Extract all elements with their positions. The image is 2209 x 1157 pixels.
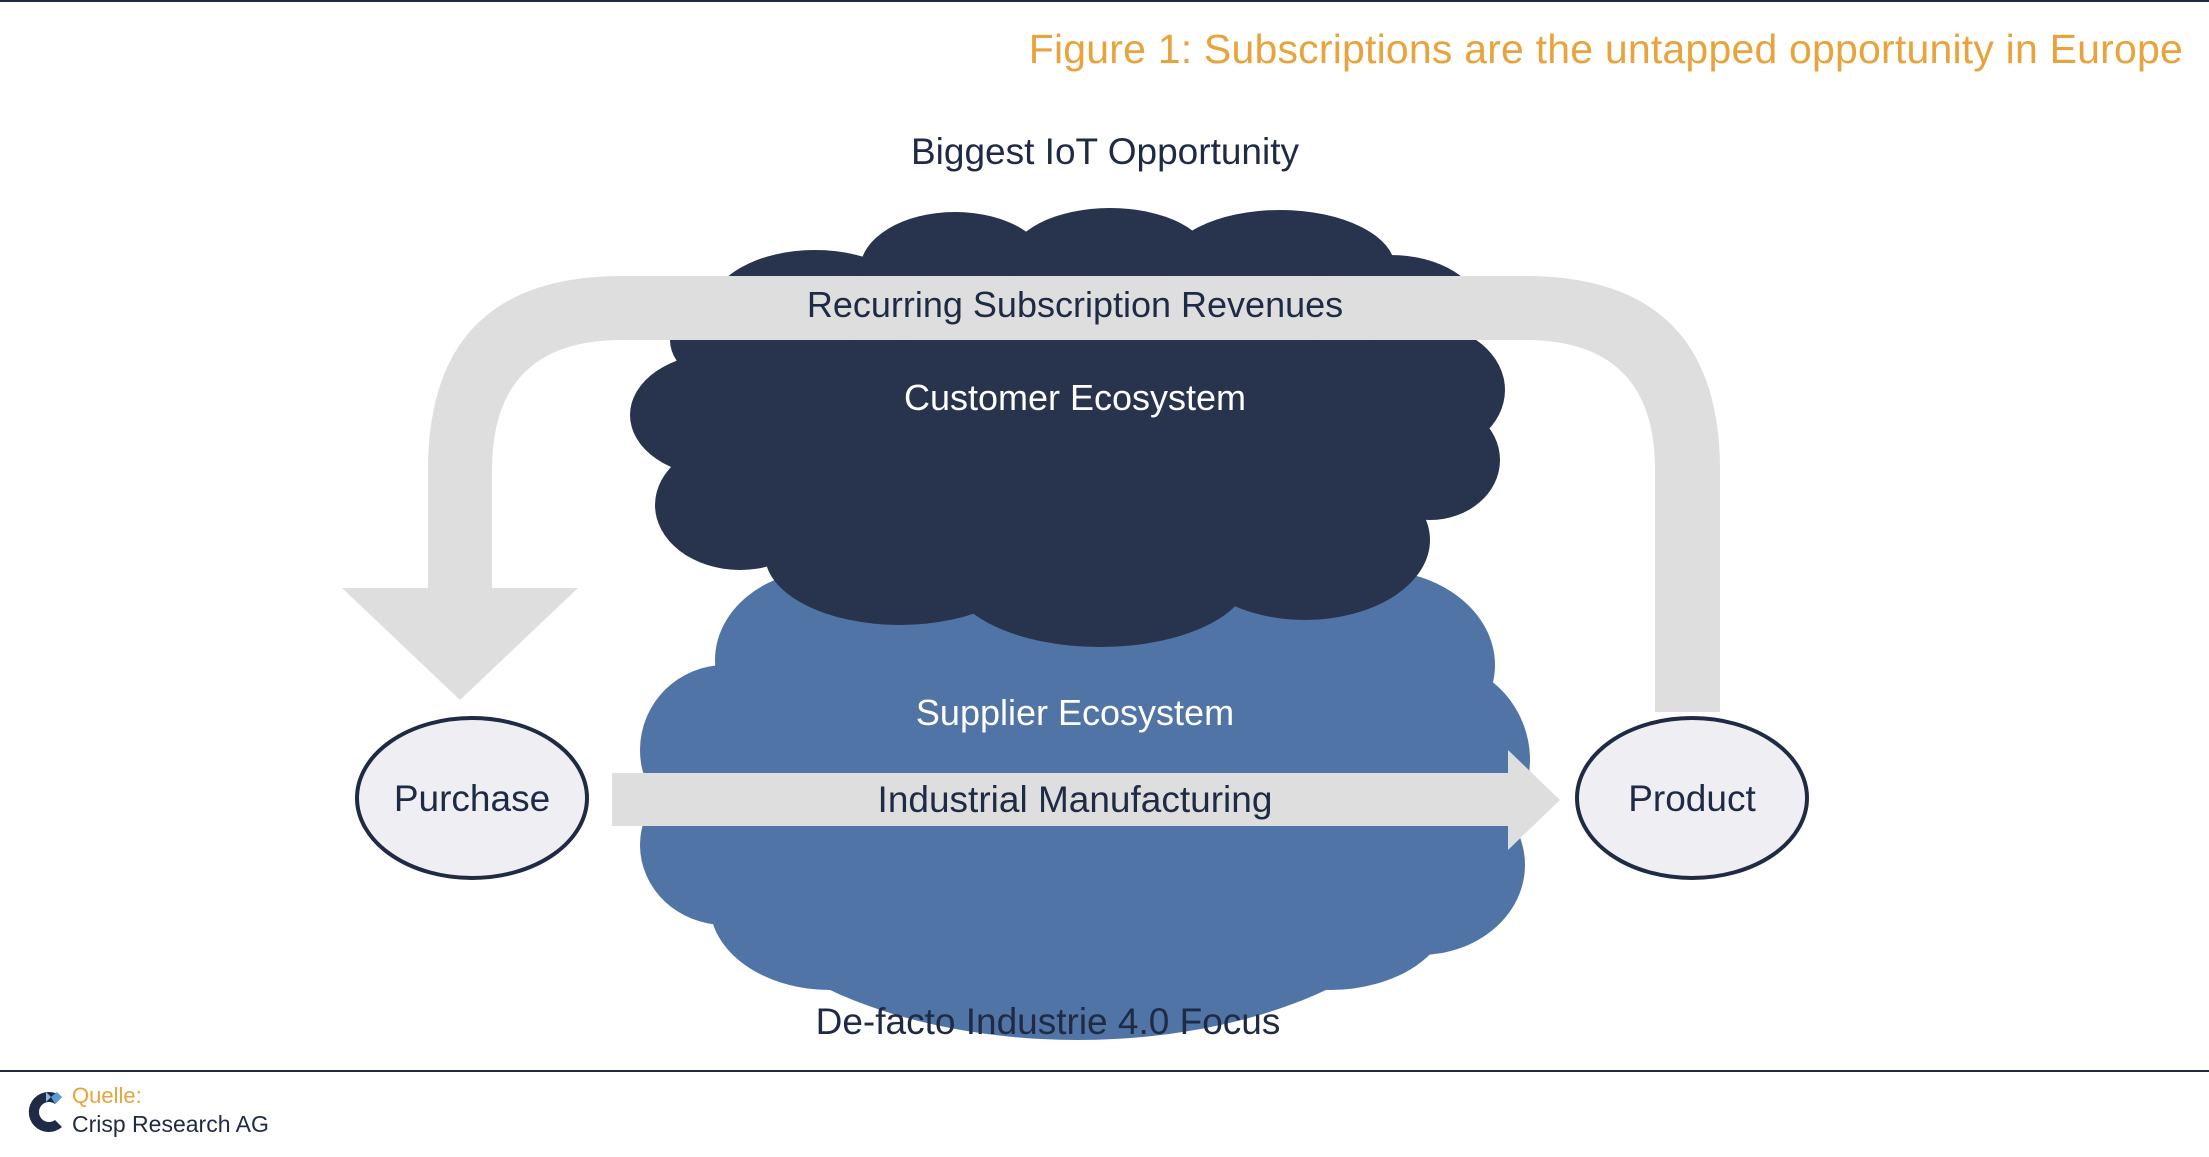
top-rule [0, 0, 2209, 2]
supplier-ecosystem-label: Supplier Ecosystem [916, 692, 1234, 733]
bottom-label: De-facto Industrie 4.0 Focus [816, 1001, 1281, 1042]
figure-title: Figure 1: Subscriptions are the untapped… [1028, 26, 2183, 72]
customer-cloud [630, 208, 1505, 647]
recurring-arrow [342, 276, 1720, 712]
manufacturing-label: Industrial Manufacturing [878, 779, 1273, 820]
manufacturing-arrow [612, 750, 1560, 850]
top-label: Biggest IoT Opportunity [911, 131, 1300, 172]
bottom-rule [0, 1070, 2209, 1072]
crisp-research-logo-icon [28, 1092, 63, 1132]
source-company: Crisp Research AG [72, 1111, 269, 1137]
recurring-label: Recurring Subscription Revenues [807, 284, 1343, 325]
source-block: Quelle: Crisp Research AG [24, 1083, 344, 1143]
customer-ecosystem-label: Customer Ecosystem [904, 377, 1246, 418]
purchase-node [355, 716, 589, 880]
source-label: Quelle: [72, 1083, 142, 1108]
product-node [1575, 716, 1809, 880]
purchase-label: Purchase [394, 778, 550, 819]
supplier-cloud [640, 500, 1530, 1040]
product-label: Product [1628, 778, 1756, 819]
